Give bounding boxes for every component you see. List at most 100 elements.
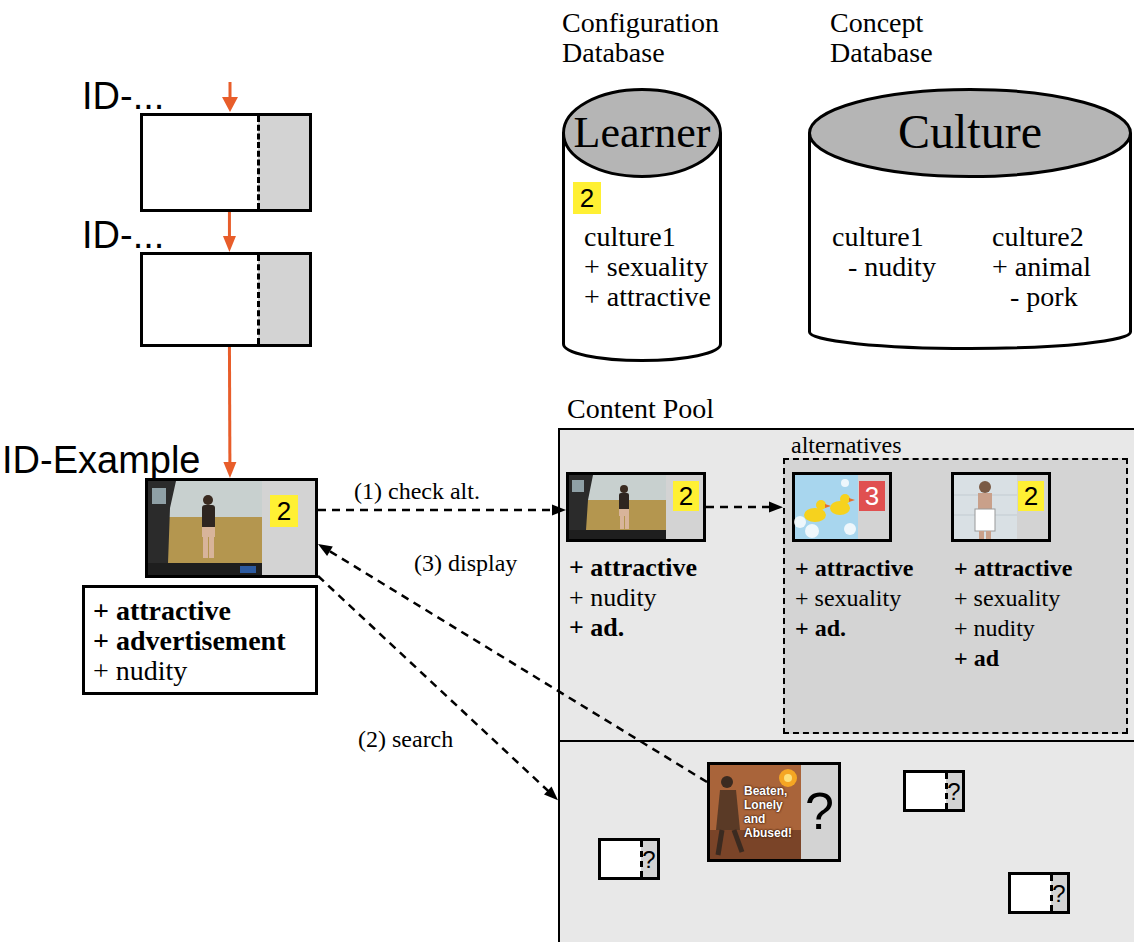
label-text: + sexuality — [795, 583, 901, 613]
label-text: ? — [801, 781, 838, 841]
photo-towel-man-shape — [979, 481, 991, 493]
photo-towel-man-shape — [986, 531, 991, 539]
connector-line — [318, 576, 550, 792]
photo-car-field-small-shape — [572, 480, 584, 492]
flow-arrow — [223, 347, 236, 478]
callout-number: 2 — [573, 182, 601, 214]
label-text: Learner — [562, 108, 722, 158]
photo-towel-man — [954, 475, 1017, 539]
label-text: + attractive — [584, 282, 711, 312]
photo-towel-man-shape — [978, 493, 992, 511]
label-text: + attractive — [795, 553, 913, 583]
entry-arrow-shape — [222, 97, 238, 112]
photo-car-field-small-shape — [619, 493, 629, 511]
photo-rubber-ducks-shape — [804, 508, 826, 522]
photo-poster-shape — [784, 774, 792, 782]
id-box: ID-... — [140, 252, 312, 347]
photo-rubber-ducks-shape — [795, 475, 858, 539]
dashed-arrow — [318, 576, 558, 800]
edge-label: (1) check alt. — [352, 478, 482, 504]
photo-rubber-ducks-shape — [841, 479, 849, 487]
unrated-content-box: ? — [1008, 872, 1070, 914]
edge-label: (3) display — [412, 550, 519, 576]
photo-poster-shape — [721, 776, 733, 788]
heading: ID-... — [82, 77, 164, 115]
label-text: + nudity — [93, 656, 187, 686]
label-text: Culture — [808, 104, 1132, 160]
callout-number: 3 — [859, 481, 885, 511]
heading: Configuration Database — [562, 8, 737, 68]
section-divider — [560, 740, 1134, 742]
edge-label: (2) search — [356, 726, 455, 752]
label-text: + nudity — [569, 583, 657, 613]
heading: Concept Database — [830, 8, 1005, 68]
photo-towel-man-shape — [975, 509, 995, 531]
unrated-content-box: ? — [903, 770, 965, 812]
label-text: - pork — [1010, 282, 1078, 312]
flow-arrow — [223, 212, 236, 252]
photo-rubber-ducks-shape — [849, 498, 855, 502]
dashed-divider — [257, 255, 260, 344]
photo-poster-shape — [718, 830, 722, 855]
photo-car-field-shape — [148, 481, 176, 563]
label-text: + advertisement — [93, 626, 285, 656]
label-text: culture1 — [832, 222, 924, 252]
entry-arrow-shape — [229, 82, 232, 99]
photo-car-field — [148, 481, 262, 575]
photo-car-field-small-shape — [569, 475, 666, 539]
photo-towel-man-shape — [954, 475, 1017, 539]
photo-rubber-ducks-shape — [794, 516, 806, 528]
dashed-divider — [257, 116, 260, 209]
connector-line — [318, 509, 555, 512]
photo-car-field-shape — [240, 566, 256, 573]
unrated-content-box: ? — [598, 838, 660, 880]
dashed-arrow — [318, 505, 566, 516]
dashed-divider — [945, 773, 948, 809]
photo-poster — [710, 765, 801, 859]
label-text: culture1 — [584, 222, 676, 252]
photo-car-field-small-shape — [619, 509, 629, 516]
photo-rubber-ducks-shape — [805, 524, 819, 538]
entry-arrow — [222, 82, 238, 112]
label-text: + ad. — [569, 613, 624, 643]
label-text: + sexuality — [584, 252, 708, 282]
connector-line — [228, 347, 231, 465]
label-text: + attractive — [93, 596, 231, 626]
arrow-head — [223, 236, 236, 252]
photo-poster-shape — [716, 790, 740, 830]
photo-car-field-small — [569, 475, 666, 539]
photo-car-field-shape — [202, 505, 215, 529]
callout-number-text: 2 — [270, 495, 298, 527]
callout-number-text: 3 — [859, 481, 885, 511]
photo-car-field-small-shape — [569, 475, 593, 530]
photo-rubber-ducks-shape — [844, 523, 856, 535]
photo-car-field-shape — [148, 563, 262, 575]
heading: Content Pool — [567, 394, 714, 424]
label-text: + animal — [992, 252, 1091, 282]
dashed-divider — [640, 841, 643, 877]
photo-car-field-shape — [152, 488, 166, 504]
label-text: ? — [946, 778, 962, 806]
label-text: - nudity — [848, 252, 936, 282]
arrow-head — [223, 462, 236, 478]
photo-car-field-shape — [148, 481, 262, 575]
callout-number-text: 2 — [1018, 481, 1044, 511]
photo-car-field-shape — [203, 536, 208, 558]
heading: ID-... — [82, 216, 164, 254]
label-text: + attractive — [569, 553, 697, 583]
photo-car-field-small-shape — [620, 485, 628, 493]
database-cylinder: Concept DatabaseCultureculture1- nudityc… — [808, 88, 1132, 350]
label-text: ? — [1051, 880, 1067, 908]
arrow-head — [544, 787, 558, 801]
attribute-box: + attractive+ advertisement+ nudity — [82, 585, 318, 695]
label-text: + nudity — [954, 613, 1035, 643]
photo-car-field-shape — [202, 527, 215, 537]
photo-car-field-small-shape — [569, 530, 666, 539]
id-box: ID-... — [140, 113, 312, 212]
photo-car-field-shape — [209, 536, 214, 558]
photo-towel-man-shape — [979, 531, 984, 539]
callout-number: 2 — [1018, 481, 1044, 511]
photo-car-field-small-shape — [625, 515, 629, 529]
heading: alternatives — [791, 432, 902, 458]
